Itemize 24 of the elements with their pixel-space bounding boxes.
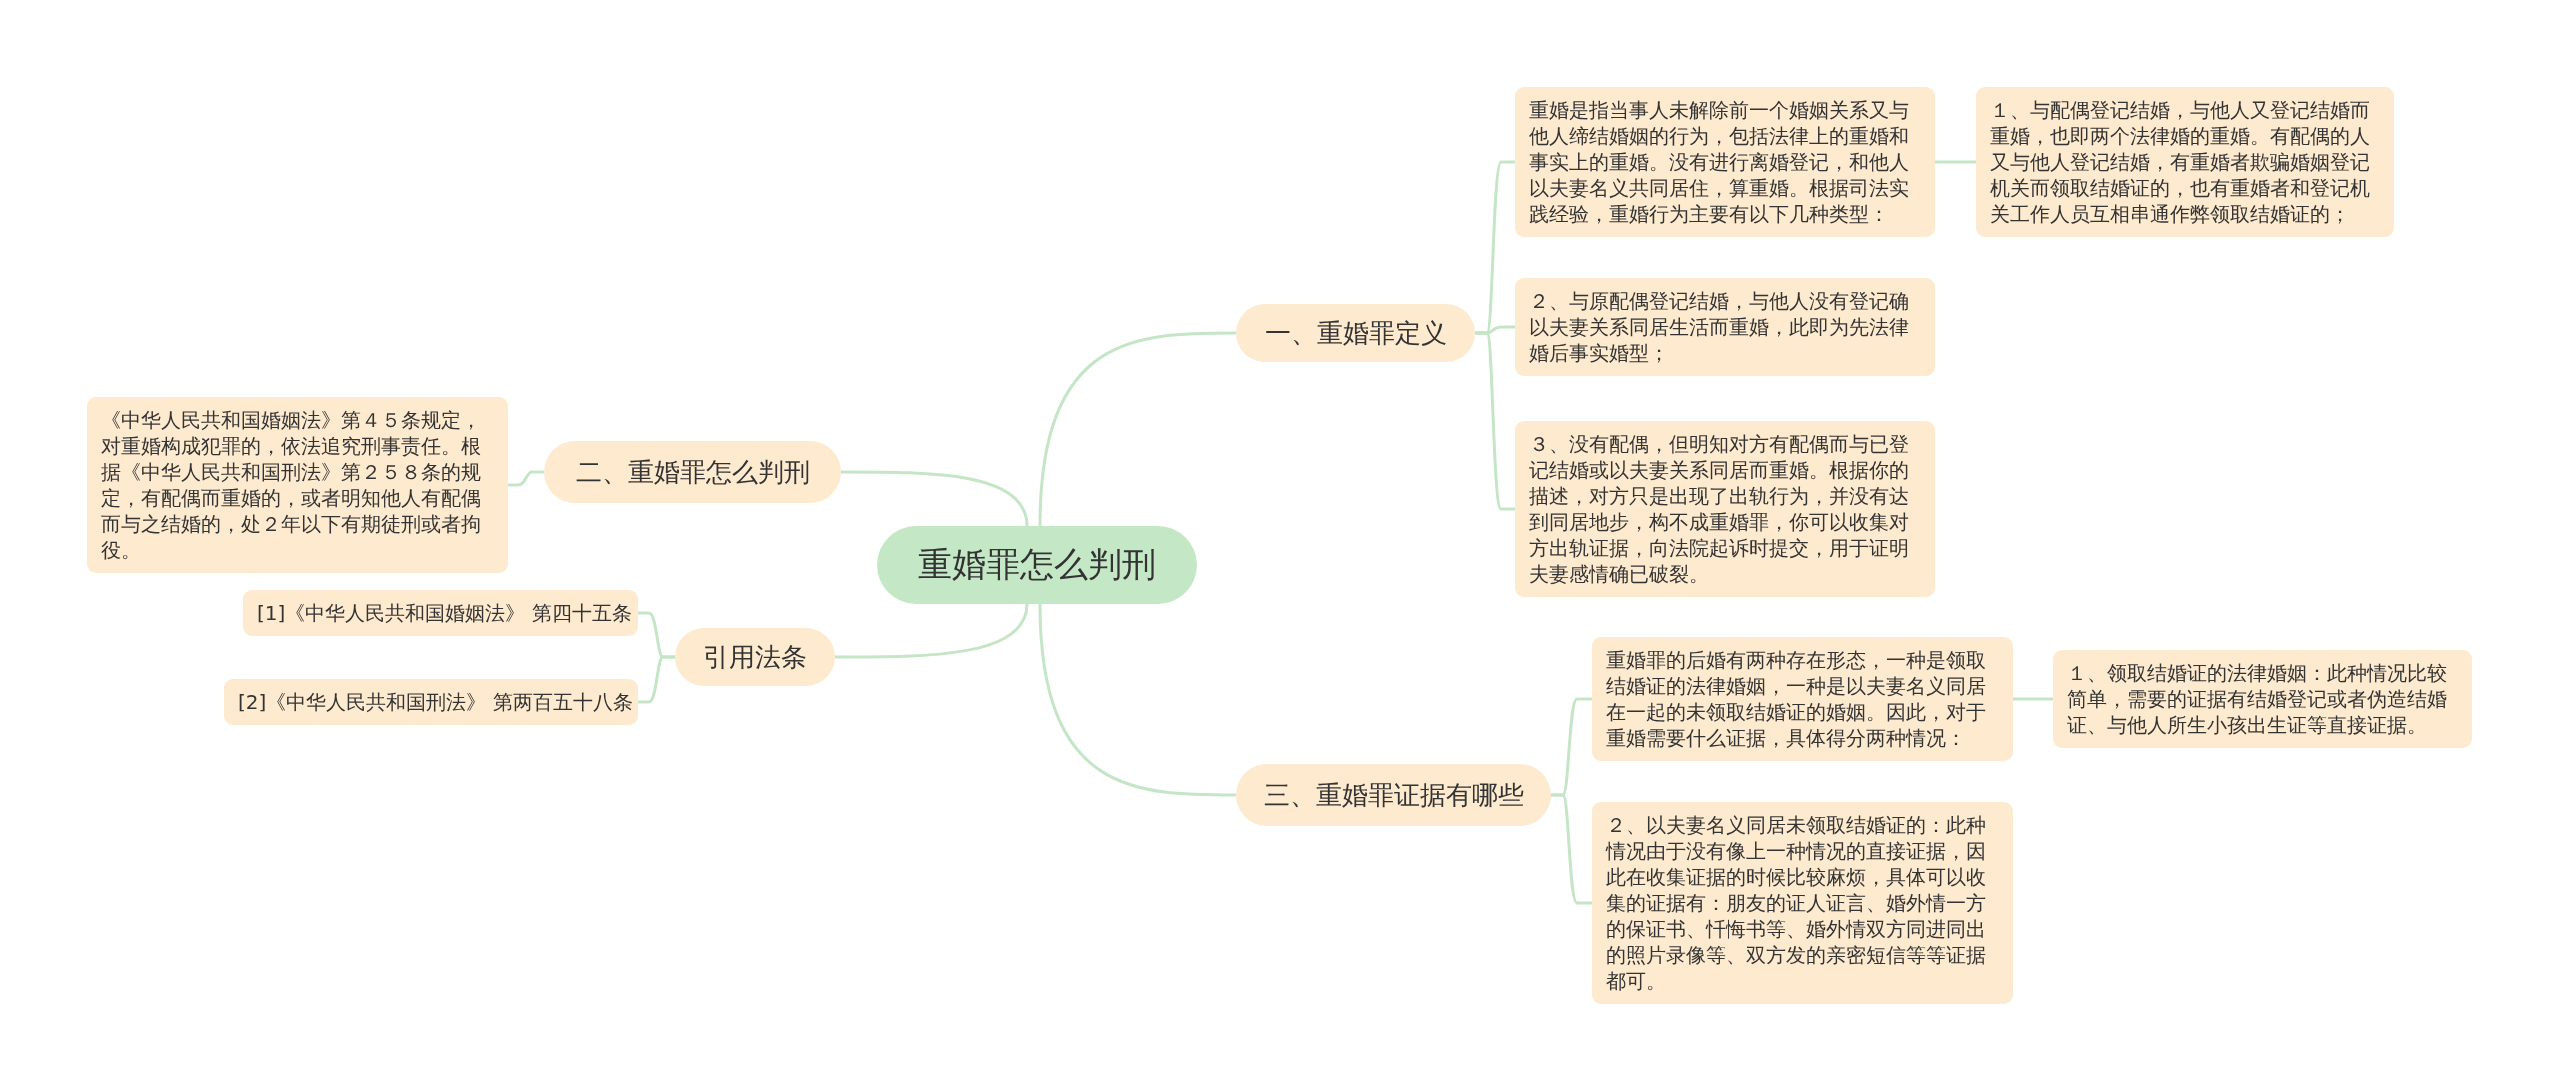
connector-line [1475, 331, 1515, 511]
connector-line [1038, 603, 1236, 797]
connector-line [841, 470, 1029, 527]
branch-topic: 引用法条 [675, 628, 835, 686]
central-topic: 重婚罪怎么判刑 [877, 526, 1197, 604]
note-box: 《中华人民共和国婚姻法》第４５条规定，对重婚构成犯罪的，依法追究刑事责任。根据《中华人民共和国刑法》第２５８条的规定，有配偶而重婚的，或者明知他人有配偶而与之结婚的，处２年以下有期徒刑或者拘役。 [87, 397, 508, 573]
connector-line [1038, 331, 1236, 527]
branch-topic: 三、重婚罪证据有哪些 [1236, 764, 1551, 826]
note-box: ２、与原配偶登记结婚，与他人没有登记确以夫妻关系同居生活而重婚，此即为先法律婚后事实婚型； [1515, 278, 1935, 376]
note-box: １、领取结婚证的法律婚姻：此种情况比较简单，需要的证据有结婚登记或者伪造结婚证、与他人所生小孩出生证等直接证据。 [2053, 650, 2472, 748]
note-box: ２、以夫妻名义同居未领取结婚证的：此种情况由于没有像上一种情况的直接证据，因此在收集证据的时候比较麻烦，具体可以收集的证据有：朋友的证人证言、婚外情一方的保证书、忏悔书等、婚外情双方同进同出的照片录像等、双方发的亲密短信等等证据都可。 [1592, 802, 2013, 1004]
note-box: １、与配偶登记结婚，与他人又登记结婚而重婚，也即两个法律婚的重婚。有配偶的人又与他人登记结婚，有重婚者欺骗婚姻登记机关而领取结婚证的，也有重婚者和登记机关工作人员互相串通作弊领取结婚证的； [1976, 87, 2394, 237]
branch-topic: 一、重婚罪定义 [1236, 304, 1475, 362]
note-box: [2]《中华人民共和国刑法》 第两百五十八条 [224, 679, 638, 725]
connector-line [638, 655, 675, 704]
branch-topic: 二、重婚罪怎么判刑 [544, 441, 841, 503]
note-box: 重婚罪的后婚有两种存在形态，一种是领取结婚证的法律婚姻，一种是以夫妻名义同居在一起的未领取结婚证的婚姻。因此，对于重婚需要什么证据，具体得分两种情况： [1592, 637, 2013, 761]
connector-line [835, 603, 1029, 659]
note-box: ３、没有配偶，但明知对方有配偶而与已登记结婚或以夫妻关系同居而重婚。根据你的描述，对方只是出现了出轨行为，并没有达到同居地步，构不成重婚罪，你可以收集对方出轨证据，向法院起诉时提交，用于证明夫妻感情确已破裂。 [1515, 421, 1935, 597]
connector-line [2013, 697, 2053, 701]
connector-line [508, 470, 544, 487]
note-box: 重婚是指当事人未解除前一个婚姻关系又与他人缔结婚姻的行为，包括法律上的重婚和事实上的重婚。没有进行离婚登记，和他人以夫妻名义共同居住，算重婚。根据司法实践经验，重婚行为主要有以下几种类型： [1515, 87, 1935, 237]
note-box: [1]《中华人民共和国婚姻法》 第四十五条 [243, 590, 638, 636]
connector-line [1935, 160, 1976, 164]
